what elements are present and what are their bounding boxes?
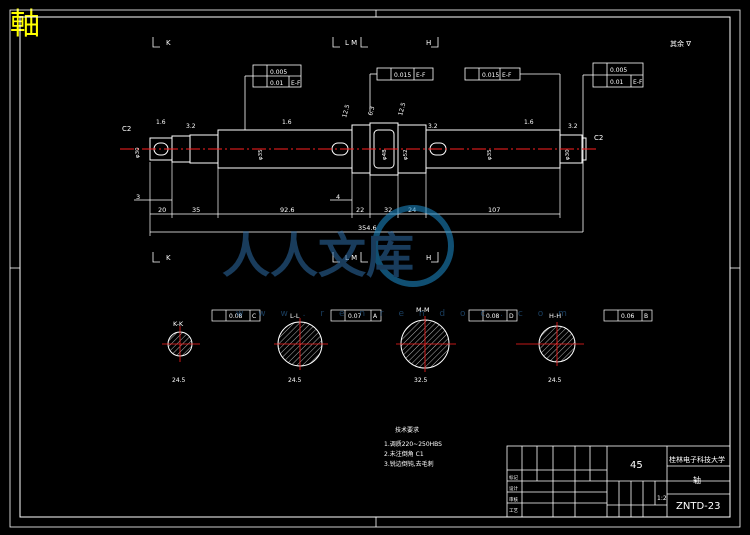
dimension-value: 107 (488, 206, 500, 214)
chamfer-right: C2 (594, 134, 603, 142)
section-width: 24.5 (548, 377, 562, 384)
section-tolerance: 0.08 (486, 313, 500, 320)
notes-item: 1.调质220~250HBS (384, 440, 442, 448)
section-k-k (162, 326, 200, 362)
section-tolerance: 0.06 (621, 313, 635, 320)
svg-text:人人文库: 人人文库 (222, 228, 414, 284)
roughness-mark: 3.2 (186, 123, 196, 130)
diameter-label: φ30 (565, 149, 571, 160)
roughness-mark: 1.6 (156, 119, 166, 126)
dimension-value: 32 (384, 206, 392, 214)
tolerance-mid2-value: 0.015 (482, 72, 499, 79)
roughness-mark: 1.6 (524, 119, 534, 126)
section-name: H-H (549, 312, 561, 320)
section-label-h: H (426, 39, 431, 47)
section-label-lm: L M (345, 39, 357, 47)
section-width: 24.5 (288, 377, 302, 384)
section-name: M-M (416, 306, 430, 314)
tolerance-mid2-datum: E-F (502, 72, 512, 79)
tolerance-left-a: 0.005 (270, 69, 287, 76)
notes-title: 技术要求 (395, 426, 419, 434)
section-name: K-K (173, 320, 184, 328)
tolerance-frame-mid-right (464, 67, 561, 130)
title-row-label: 工艺 (509, 508, 518, 514)
section-label-k-bottom: K (166, 254, 171, 262)
roughness-mark: 1.6 (282, 119, 292, 126)
section-label-h-bottom: H (426, 254, 431, 262)
part-name: 轴 (693, 475, 701, 485)
dimension-value: 22 (356, 206, 364, 214)
section-datum: B (644, 313, 648, 320)
tolerance-mid1-datum: E-F (416, 72, 426, 79)
outer-frame (9, 9, 741, 528)
section-name: L-L (290, 312, 300, 320)
title-row-label: 设计 (509, 485, 518, 492)
tolerance-left-datum: E-F (291, 80, 301, 87)
section-tolerance: 0.08 (229, 313, 243, 320)
roughness-mark: 3.2 (428, 123, 438, 130)
diameter-label: φ52 (403, 149, 409, 160)
tolerance-frame-left (244, 64, 302, 130)
tolerance-mid1-value: 0.015 (394, 72, 411, 79)
title-row-label: 标记 (509, 474, 518, 481)
school-name: 桂林电子科技大学 (669, 455, 725, 464)
diameter-label: φ48 (382, 149, 388, 160)
section-datum: D (509, 313, 514, 320)
section-tolerance: 0.07 (348, 313, 362, 320)
dimension-lines (134, 162, 583, 236)
tolerance-left-b: 0.01 (270, 80, 284, 87)
title-row-label: 审核 (509, 496, 518, 503)
chamfer-left: C2 (122, 125, 131, 133)
section-label-lm-bottom: L M (345, 254, 357, 262)
roughness-mark: 3.2 (568, 123, 578, 130)
dimension-value: 92.6 (280, 206, 294, 214)
tolerance-frame-mid-left (369, 67, 434, 112)
dimension-value: 4 (336, 193, 340, 201)
title-block (506, 445, 731, 518)
section-width: 24.5 (172, 377, 186, 384)
diameter-label: φ35 (487, 149, 493, 160)
dimension-value: 20 (158, 206, 166, 214)
roughness-note: 其余 ∇ (670, 39, 691, 48)
corner-title: 軸 (10, 7, 40, 42)
diameter-label: φ35 (258, 149, 264, 160)
diameter-label: φ30 (135, 147, 141, 158)
section-l-l (274, 318, 328, 370)
notes-item: 3.锐边倒钝,去毛刺 (384, 460, 434, 468)
dimension-value: 3 (136, 193, 140, 201)
material: 45 (630, 460, 643, 471)
dimension-value: 35 (192, 206, 200, 214)
tolerance-right-datum: E-F (633, 79, 643, 86)
section-label-k: K (166, 39, 171, 47)
section-datum: A (373, 313, 378, 320)
section-width: 32.5 (414, 377, 428, 384)
inner-frame (19, 16, 731, 518)
notes-item: 2.未注倒角 C1 (384, 450, 424, 458)
roughness-mark: 12.5 (341, 104, 351, 119)
scale: 1:2 (657, 495, 667, 502)
tolerance-frame-right (582, 62, 644, 232)
section-datum: C (252, 313, 256, 320)
section-m-m (396, 316, 456, 372)
section-h-h (516, 322, 584, 366)
dimension-total: 354.6 (358, 224, 377, 232)
tolerance-right-a: 0.005 (610, 67, 627, 74)
watermark-logo: 人人文库 w w w . r e n r e n d o c . c o m (222, 205, 573, 319)
tolerance-right-b: 0.01 (610, 79, 624, 86)
roughness-mark: 6.3 (367, 105, 376, 116)
svg-text:w w w . r e n r e n d o c . c: w w w . r e n r e n d o c . c o m (236, 309, 573, 319)
drawing-number: ZNTD-23 (676, 501, 720, 512)
roughness-mark: 12.5 (397, 102, 407, 117)
centering-marks (10, 10, 740, 527)
